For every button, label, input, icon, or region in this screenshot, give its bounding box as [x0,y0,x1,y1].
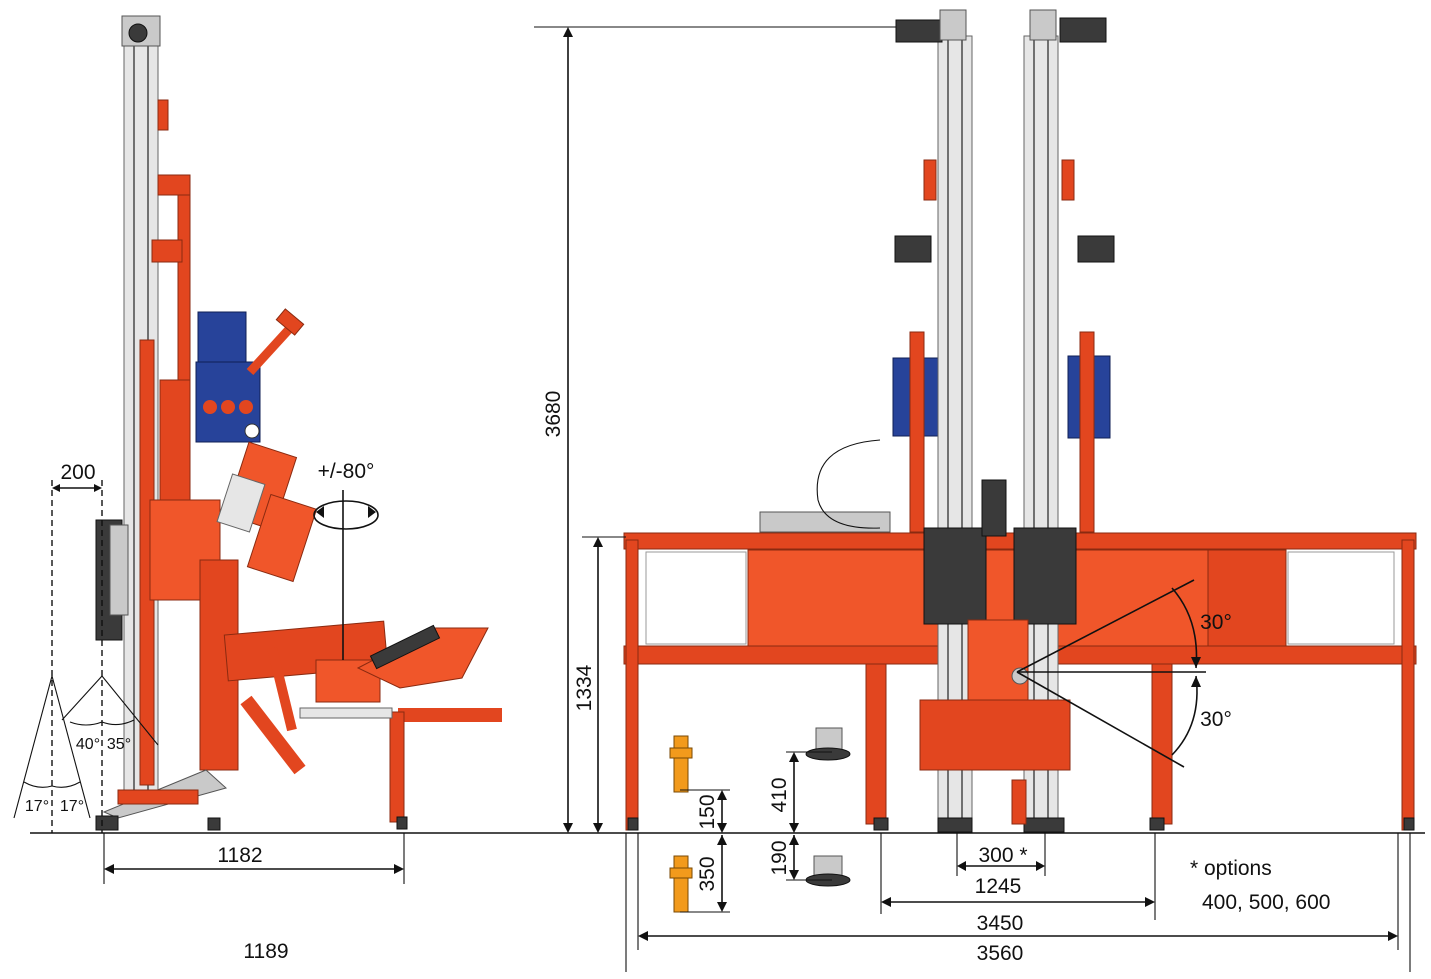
front-rotation-head-right [1013,527,1077,625]
dim-height-3680: 3680 [542,391,565,438]
front-top-motor-left [895,19,943,43]
angle-tilt-up: 30° [1200,611,1232,634]
front-mast-left [937,35,973,827]
dim-spacing-300: 300 * [978,844,1027,867]
front-foot-right [1023,817,1065,833]
angle-17-right: 17° [60,798,84,815]
angle-35: 35° [107,736,131,753]
dim-rotation-80: +/-80° [318,460,375,483]
dim-pad-350: 350 [696,856,719,891]
dim-length-1182: 1182 [217,844,262,867]
dim-overall-3560: 3560 [977,942,1024,965]
dim-frame-1334: 1334 [573,664,596,711]
angle-40: 40° [76,736,100,753]
front-dimensions: 1334 30° 30° 410 190 150 350 [573,536,1411,972]
front-leg-2 [1401,539,1415,831]
dim-mast-1245: 1245 [975,875,1022,898]
pad-150 [673,735,689,793]
angle-tilt-down: 30° [1200,708,1232,731]
dim-bottom-1189: 1189 [243,940,288,963]
front-leg-1 [625,539,639,831]
side-control-panel-2 [246,493,318,583]
side-foot [95,815,119,831]
accessory-parts [669,727,851,913]
front-foot-left [937,817,973,833]
dim-pad-150: 150 [696,794,719,829]
front-view [623,9,1417,833]
side-view [95,15,502,831]
options-title: * options [1190,857,1272,880]
dim-track-3450: 3450 [977,912,1024,935]
angle-17-left: 17° [25,798,49,815]
dim-foot-190: 190 [768,840,791,875]
dim-foot-410: 410 [768,777,791,812]
options-values: 400, 500, 600 [1202,891,1330,914]
front-top-motor-right [1059,17,1107,43]
front-mast-right [1023,35,1059,827]
pad-350 [673,855,689,913]
front-rotation-head-left [923,527,987,625]
dim-offset-200: 200 [60,461,95,484]
side-dimensions: 200 40° 35° 17° 17° +/-80° 1182 1189 [13,26,940,963]
